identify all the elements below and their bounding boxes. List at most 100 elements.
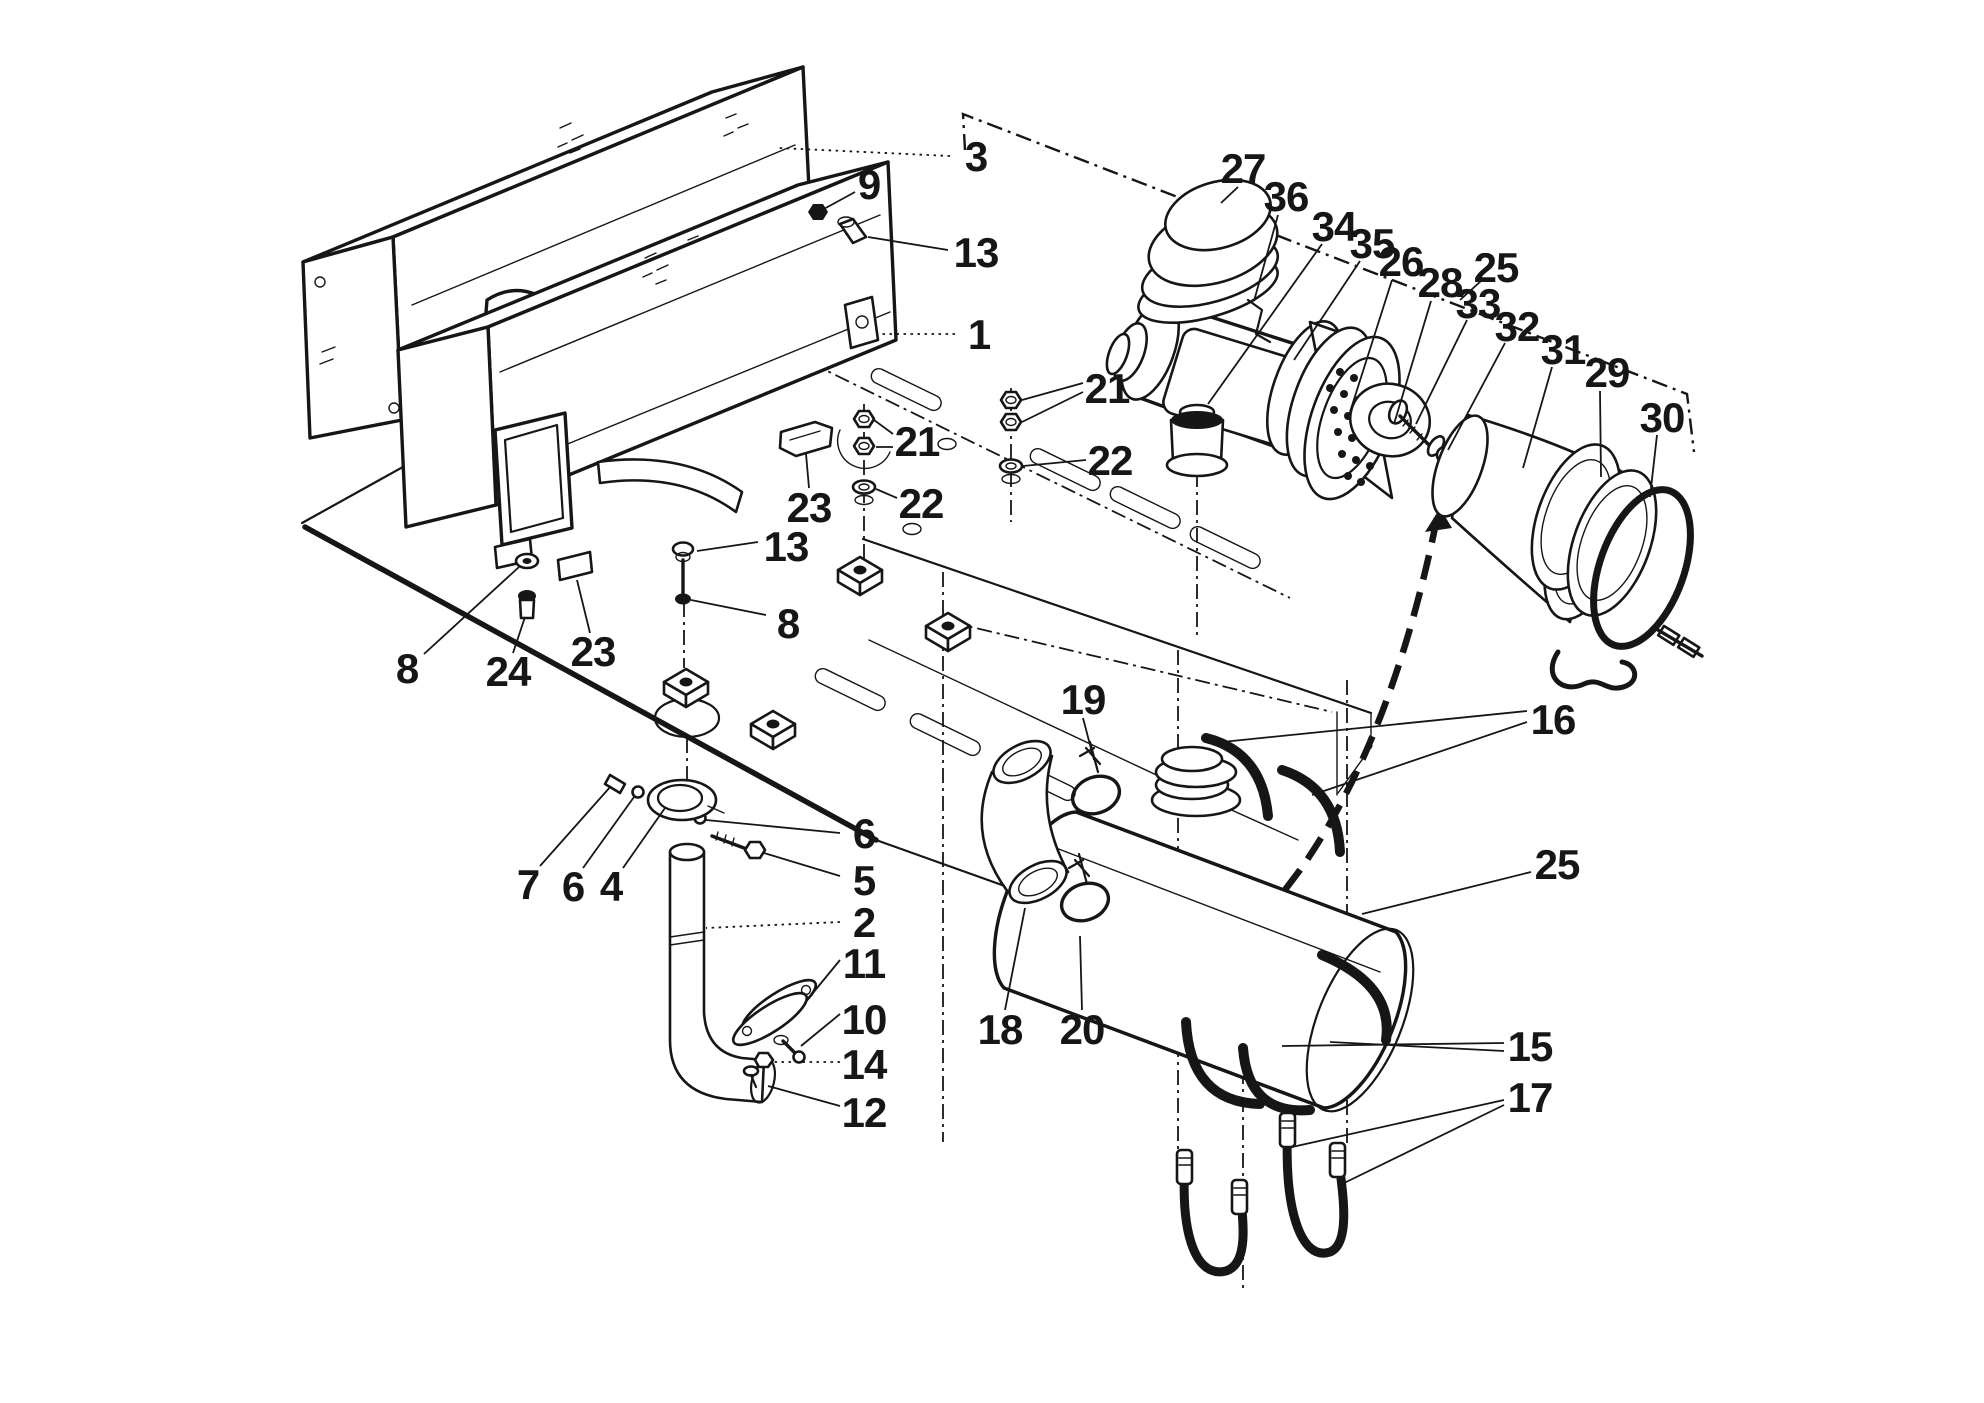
callout-label-25: 25 [1474,244,1519,291]
drain-pipe-assembly [603,773,818,1104]
screw-shaft [749,1073,758,1089]
callout-label-20: 20 [1060,1006,1105,1053]
centerline [949,621,1333,713]
hex-nut [808,204,828,220]
hose-clamp-20 [1059,852,1111,923]
muffler-strap [1201,733,1273,821]
leader-line-16 [1221,710,1528,743]
s-hook [1549,649,1638,691]
leader-line-6 [582,796,635,869]
leader-line-16 [1311,721,1528,796]
inlet-stub [1105,332,1131,376]
thread-marks [715,831,735,847]
leader-line-4 [622,807,666,869]
leader-line-19 [1082,717,1095,761]
vent-marks [642,235,699,285]
washer [675,593,691,605]
plate-lip [1337,745,1373,794]
callout-label-2: 2 [853,899,875,946]
air-cleaner-dashed-boundary [961,112,1696,453]
leader-line-15 [1329,1041,1505,1052]
callout-label-26: 26 [1379,238,1424,285]
nut [753,1051,775,1069]
muffler-inlet-port [1150,745,1242,818]
pipe-opening [668,842,706,862]
muffler-strap [1277,765,1345,857]
slot-centerline [759,337,1291,599]
bolt-body [518,598,536,620]
leader-line-13 [696,541,759,552]
callout-label-24: 24 [486,648,532,695]
clamp-band [1549,486,1704,691]
bracket-slot [789,430,821,441]
leader-line-22 [1022,459,1087,467]
callout-label-23: 23 [787,484,832,531]
plate-small-hole [937,437,957,451]
leader-line-32 [1447,342,1506,451]
rubber-buffer-mount [1165,403,1229,478]
callout-label-34: 34 [1312,203,1358,250]
leader-line-17 [1291,1099,1505,1148]
clamp-hole [741,1025,753,1037]
support-bracket [778,420,834,458]
leader-line-26 [1349,279,1393,413]
pin [631,785,645,799]
leader-line-8 [423,566,520,655]
callout-label-11: 11 [843,940,886,987]
pipe-clamp-ring-inner [656,783,704,813]
callout-label-16: 16 [1531,696,1576,743]
callout-label-32: 32 [1495,303,1540,350]
leader-line-18 [1004,907,1026,1011]
screw-hole [314,276,326,288]
inlet-flange [493,411,574,547]
callout-label-18: 18 [978,1006,1023,1053]
callout-label-6: 6 [853,810,875,857]
hose-clamp-19 [1070,740,1122,816]
nut [603,773,627,795]
washer [773,1034,789,1046]
leader-line-13 [867,236,949,251]
callout-label-36: 36 [1264,173,1309,220]
drain-pipe [668,850,766,1104]
callout-label-30: 30 [1640,394,1685,441]
callout-label-22: 22 [1088,437,1133,484]
callout-label-13: 13 [764,523,809,570]
leader-line-25 [1361,871,1532,915]
leader-line-2 [705,921,841,929]
callout-label-1: 1 [968,311,991,358]
callout-label-13: 13 [954,229,999,276]
callout-label-28: 28 [1418,259,1463,306]
leader-line-29 [1599,390,1602,478]
leader-line-33 [1415,319,1468,425]
leader-line-9 [821,191,856,211]
leader-line-30 [1649,434,1658,498]
callout-label-21: 21 [895,418,940,465]
leader-line-8 [690,599,767,616]
leader-line-28 [1393,300,1432,425]
leader-line-5 [763,852,841,877]
toggle-clip [1246,298,1272,344]
callout-label-25: 25 [1535,841,1580,888]
leader-line-25 [1459,280,1482,301]
screw-plug [838,217,868,245]
plate-front-edge [302,524,879,843]
flange-foot [556,550,594,582]
callout-label-4: 4 [600,863,624,910]
leader-line-34 [1207,243,1323,405]
callout-label-31: 31 [1541,326,1586,373]
bolt-head [792,1050,806,1064]
oil-bath-cap [1137,178,1280,324]
leader-line-22 [875,488,898,499]
leader-line-36 [1253,214,1279,302]
plug-head [837,216,855,228]
callout-label-3: 3 [965,133,987,180]
leader-line-11 [807,959,841,1000]
leader-line-17 [1339,1104,1505,1186]
muffler-strap-lower [1317,950,1392,1045]
callout-label-21: 21 [1085,365,1130,412]
fastener-stack-right [998,390,1024,485]
callout-label-35: 35 [1350,220,1395,267]
muffler-strap-lower [1238,1043,1315,1116]
leader-line-21 [1021,391,1084,423]
